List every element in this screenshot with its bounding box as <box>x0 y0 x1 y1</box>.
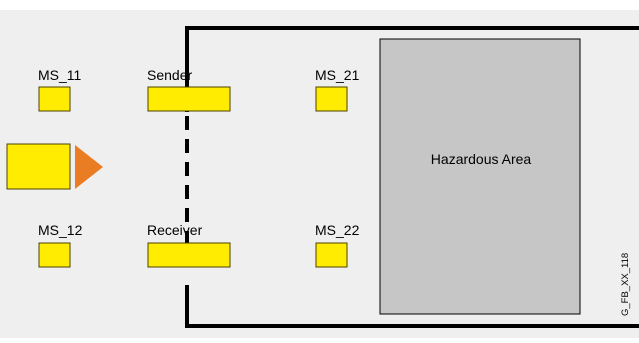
figure-id: G_FB_XX_118 <box>620 253 631 316</box>
receiver-label: Receiver <box>147 222 203 238</box>
ms-21-sensor <box>315 86 348 112</box>
ms-12-label: MS_12 <box>38 222 83 238</box>
ms-11-label: MS_11 <box>38 67 82 83</box>
ms-22-label: MS_22 <box>315 222 360 238</box>
receiver-unit <box>147 242 231 268</box>
enclosure-fence <box>185 26 639 112</box>
sender-unit <box>147 86 231 112</box>
ms-21-label: MS_21 <box>315 67 360 83</box>
direction-arrow-icon <box>75 145 103 189</box>
hazardous-area-label: Hazardous Area <box>431 151 532 167</box>
ms-22-sensor <box>315 242 348 268</box>
ms-12-sensor <box>38 242 71 268</box>
hazardous-area <box>379 38 581 315</box>
ms-11-sensor <box>38 86 71 112</box>
entering-object <box>6 143 71 190</box>
sender-label: Sender <box>147 67 192 83</box>
enclosure-fence-bottom <box>185 285 639 328</box>
